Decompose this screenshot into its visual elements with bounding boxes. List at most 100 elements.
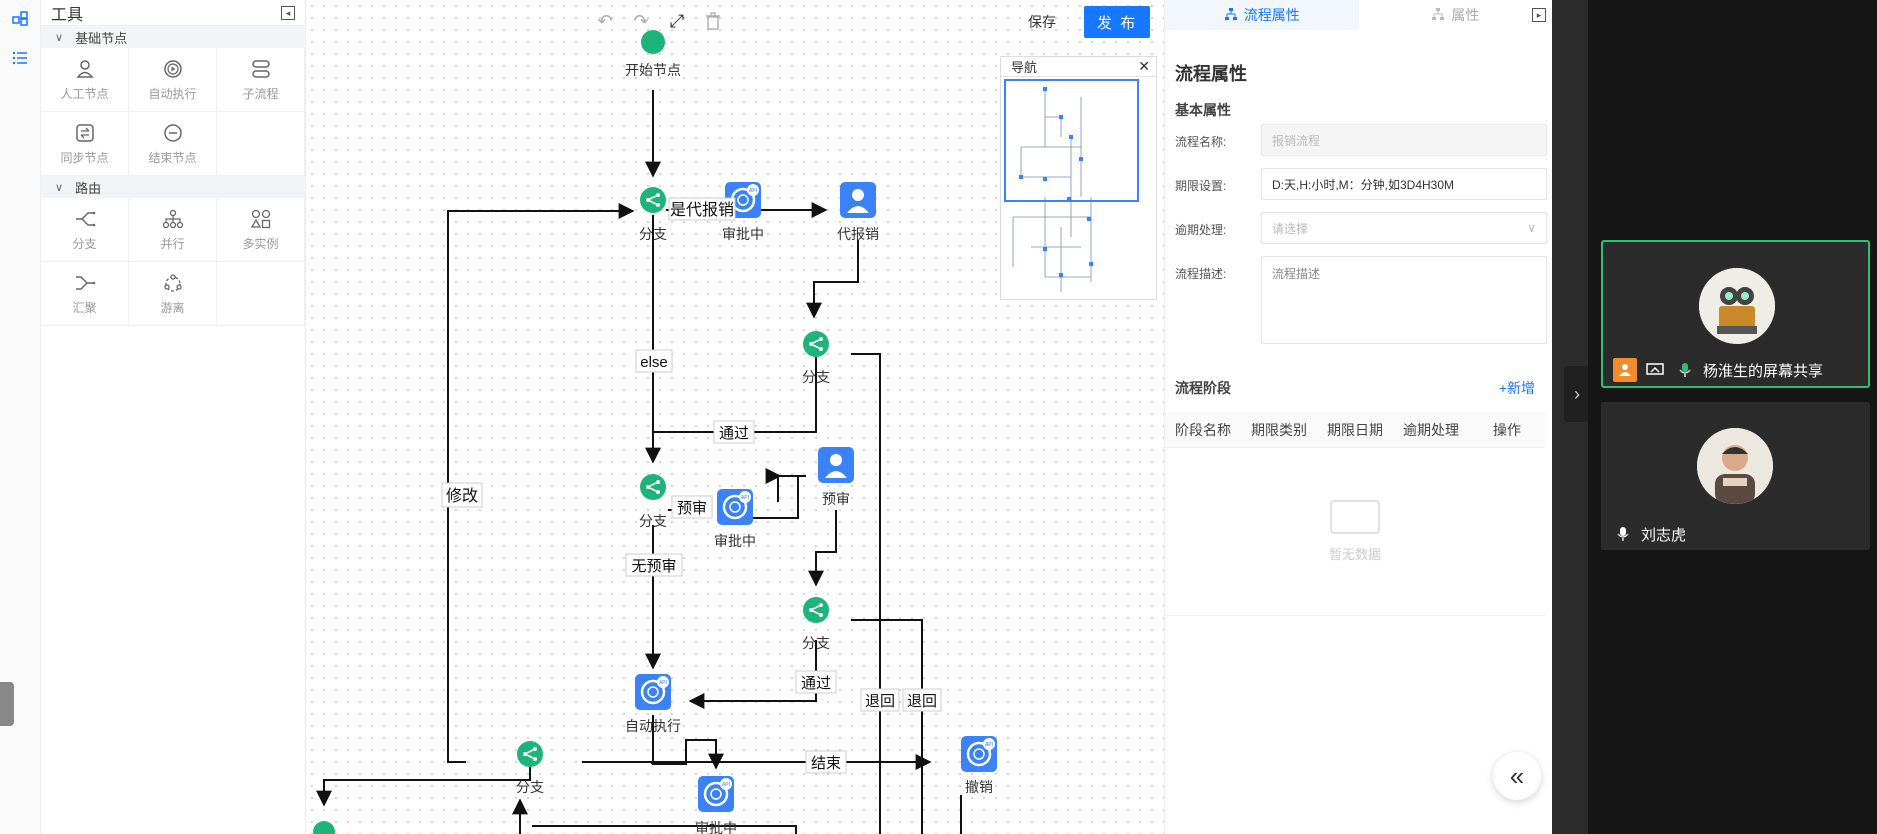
node-label: 分支 <box>516 779 544 795</box>
list-icon[interactable] <box>8 46 32 70</box>
tool-free[interactable]: 游离 <box>129 262 217 326</box>
edge-label-pass1[interactable]: 通过 <box>713 420 755 444</box>
group-routing[interactable]: ∨ 路由 <box>41 176 305 198</box>
tab-flow-properties[interactable]: 流程属性 <box>1165 0 1359 30</box>
tool-merge[interactable]: 汇聚 <box>41 262 129 326</box>
tool-label: 自动执行 <box>148 87 197 101</box>
description-textarea[interactable]: 流程描述 <box>1261 256 1547 344</box>
navigator-panel[interactable]: 导航 ✕ <box>1000 56 1157 300</box>
edge-label-else[interactable]: else <box>635 349 673 373</box>
tool-label: 分支 <box>72 237 97 251</box>
deadline-input[interactable]: D:天,H:小时,M：分钟,如3D4H30M <box>1261 168 1547 200</box>
node-branch1[interactable]: 分支 <box>639 186 667 242</box>
navigator-viewport[interactable] <box>1004 79 1139 202</box>
tool-multi-instance[interactable]: 多实例 <box>217 198 305 262</box>
drag-handle[interactable] <box>0 682 14 726</box>
collapse-palette-icon[interactable]: ◂ <box>281 5 295 20</box>
collapse-panel-icon[interactable]: ▸ <box>1532 8 1546 22</box>
node-approving1[interactable]: 审批中 <box>722 180 764 242</box>
node-start[interactable]: 开始节点 <box>625 30 681 78</box>
edge-auto-to-approving3[interactable] <box>652 715 724 770</box>
node-auto[interactable]: 自动执行 <box>625 672 681 734</box>
participant-tile-sharer[interactable]: 杨淮生的屏幕共享 <box>1601 240 1870 388</box>
edge-return1[interactable] <box>851 353 881 834</box>
empty-box-icon <box>1330 500 1380 534</box>
tool-auto-exec[interactable]: 自动执行 <box>129 48 217 112</box>
edge-prereview-to-branch4[interactable] <box>808 510 837 587</box>
node-branch5[interactable]: 分支 <box>516 740 544 795</box>
empty-text: 暂无数据 <box>1328 547 1381 562</box>
edge-label-return1[interactable]: 退回 <box>860 688 900 712</box>
double-chevron-left-icon[interactable]: « <box>1493 752 1541 800</box>
node-branch4[interactable]: 分支 <box>802 596 830 651</box>
edge-pass2[interactable] <box>688 640 817 709</box>
left-icon-rail <box>0 0 41 834</box>
edge-label-is-proxy[interactable]: 是代报销 <box>668 197 736 221</box>
field-flow-name: 流程名称: 报销流程 <box>1175 124 1547 156</box>
edge-bottom[interactable] <box>532 825 797 834</box>
svg-text:退回: 退回 <box>907 693 937 710</box>
org-chart-icon <box>1431 7 1445 24</box>
undo-icon[interactable]: ↶ <box>597 10 613 31</box>
overdue-select[interactable]: 请选择 ∨ <box>1261 212 1547 244</box>
edge-label-pass2[interactable]: 通过 <box>795 670 837 694</box>
tool-end-node[interactable]: 结束节点 <box>129 112 217 176</box>
tool-empty-slot <box>217 112 305 176</box>
tool-branch[interactable]: 分支 <box>41 198 129 262</box>
participant-tile[interactable]: 刘志虎 <box>1601 402 1870 550</box>
play-circle-icon <box>161 57 185 81</box>
palette-title: 工具 <box>51 6 84 24</box>
node-label: 审批中 <box>714 533 756 549</box>
tab-properties[interactable]: 属性 <box>1359 0 1553 30</box>
trash-icon[interactable] <box>702 10 724 32</box>
navigator-minimap <box>1012 87 1093 292</box>
edge-pass1[interactable] <box>653 357 817 433</box>
flow-designer-icon[interactable] <box>8 6 32 30</box>
node-approving2[interactable]: 审批中 <box>714 487 756 549</box>
edge-label-modify[interactable]: 修改 <box>441 482 483 508</box>
edge-branch5-down[interactable] <box>316 762 531 807</box>
redo-icon[interactable]: ↷ <box>633 10 649 31</box>
edge-prereview-loop[interactable] <box>777 475 802 502</box>
node-proxy[interactable]: 代报销 <box>837 182 879 242</box>
publish-button[interactable]: 发 布 <box>1084 6 1150 38</box>
node-branch2[interactable]: 分支 <box>802 330 830 385</box>
add-stage-button[interactable]: +新增 <box>1498 380 1535 396</box>
tool-label: 汇聚 <box>72 301 97 315</box>
node-label: 分支 <box>639 513 667 529</box>
group-basic-nodes[interactable]: ∨ 基础节点 <box>41 26 305 48</box>
node-label: 开始节点 <box>625 62 681 78</box>
edge-return2[interactable] <box>851 619 923 834</box>
fullscreen-icon[interactable]: ⤢ <box>669 10 685 31</box>
edge-proxy-to-branch2[interactable] <box>806 240 859 319</box>
flow-name-input[interactable]: 报销流程 <box>1261 124 1547 156</box>
palette-header: 工具 ◂ <box>41 0 305 26</box>
tool-sync-node[interactable]: 同步节点 <box>41 112 129 176</box>
chevron-down-icon: ∨ <box>55 31 64 44</box>
edge-label-end[interactable]: 结束 <box>805 750 847 774</box>
tool-subprocess[interactable]: 子流程 <box>217 48 305 112</box>
tool-parallel[interactable]: 并行 <box>129 198 217 262</box>
node-revoke[interactable]: 撤销 <box>959 734 999 795</box>
flow-canvas[interactable]: API <box>306 0 1164 834</box>
node-prereview[interactable]: 预审 <box>818 447 854 507</box>
avatar <box>1699 268 1775 344</box>
column-header: 期限类别 <box>1251 421 1307 438</box>
node-bottom-partial[interactable] <box>313 821 335 834</box>
edge-label-return2[interactable]: 退回 <box>902 688 942 712</box>
tool-manual-node[interactable]: 人工节点 <box>41 48 129 112</box>
person-icon <box>1613 358 1637 382</box>
close-icon[interactable]: ✕ <box>1138 58 1150 74</box>
node-branch3[interactable]: 分支 <box>639 473 667 529</box>
tool-label: 人工节点 <box>60 87 109 101</box>
node-approving3[interactable]: 审批中 <box>695 774 737 834</box>
save-button[interactable]: 保存 <box>1020 8 1064 36</box>
participant-name-row: 杨淮生的屏幕共享 <box>1613 358 1823 382</box>
chevron-right-icon[interactable]: › <box>1564 366 1590 422</box>
tool-label: 子流程 <box>242 87 279 101</box>
node-label: 预审 <box>822 491 850 507</box>
stage-table-header: 阶段名称 期限类别 期限日期 逾期处理 操作 <box>1165 412 1545 448</box>
field-label: 流程描述: <box>1175 267 1227 281</box>
edge-label-no-prereview[interactable]: 无预审 <box>625 553 683 577</box>
edge-label-prereview[interactable]: 预审 <box>671 495 713 519</box>
